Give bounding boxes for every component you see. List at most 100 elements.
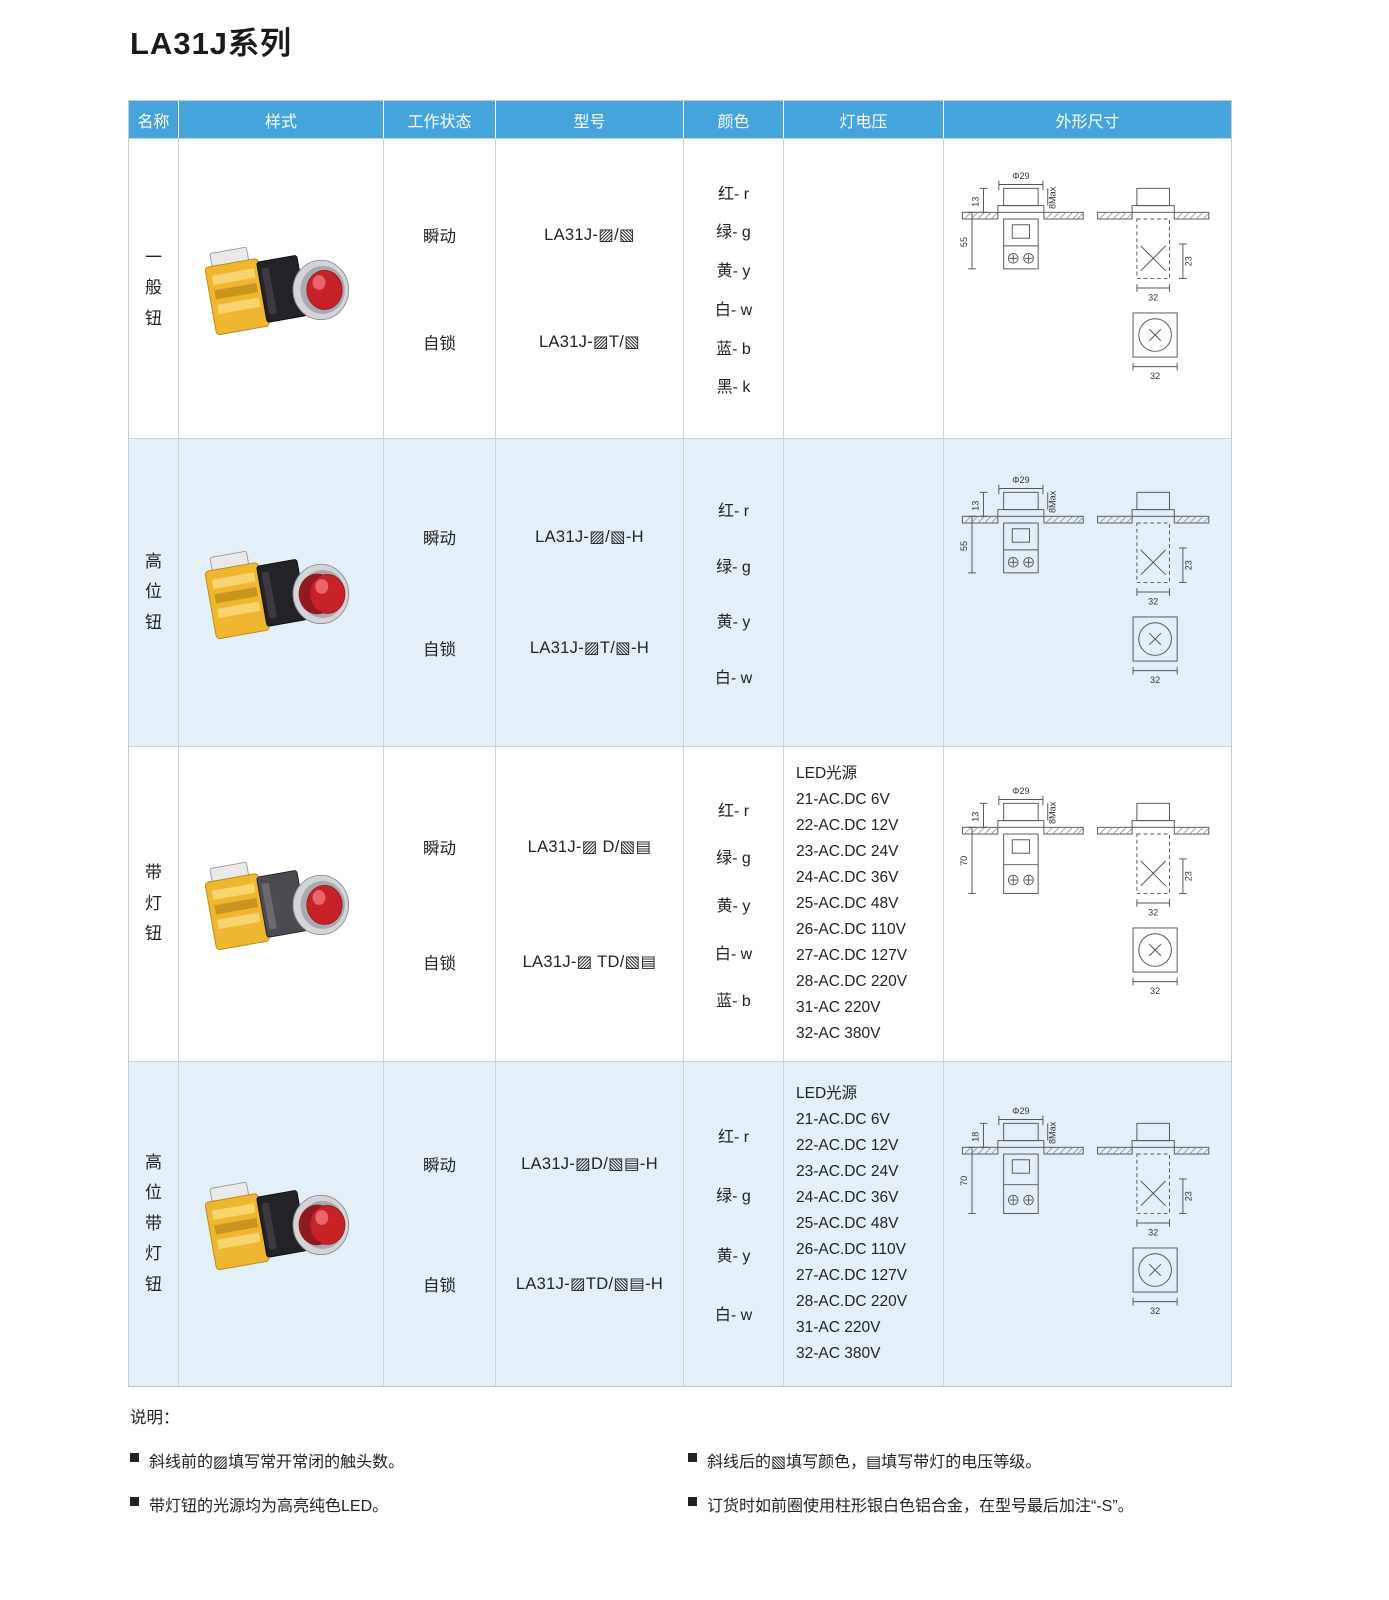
- model-label: LA31J-▨T/▧: [538, 333, 641, 352]
- row-name-cell: 高位带灯钮: [129, 1061, 179, 1386]
- dimension-drawing: Φ29 18 70 8Max: [959, 1106, 1209, 1316]
- dimensions-cell: Φ29 13 70 8Max: [944, 746, 1231, 1061]
- voltage-option: LED光源: [796, 765, 858, 782]
- dim-label-top: 13: [970, 500, 980, 510]
- color-option: 黄- y: [716, 263, 751, 281]
- product-photo: [204, 1181, 350, 1271]
- state-label: 瞬动: [423, 227, 456, 246]
- color-option: 绿- g: [716, 224, 751, 242]
- dim-label-top: 13: [970, 196, 980, 206]
- col-header-name: 名称: [129, 101, 179, 138]
- product-photo: [204, 550, 350, 639]
- square-bullet-icon: [688, 1453, 697, 1462]
- state-label: 自锁: [423, 335, 456, 354]
- note-item: 斜线前的▨填写常开常闭的触头数。: [130, 1448, 688, 1472]
- color-option: 白- w: [714, 301, 753, 319]
- state-label: 瞬动: [423, 529, 456, 548]
- color-option: 绿- g: [716, 850, 751, 868]
- dim-label-top: 13: [970, 812, 980, 822]
- col-header-style: 样式: [179, 101, 384, 138]
- dim-label-top: 18: [970, 1132, 980, 1142]
- notes-column-right: 斜线后的▧填写颜色，▤填写带灯的电压等级。 订货时如前圈使用柱形银白色铝合金，在…: [688, 1448, 1246, 1536]
- voltage-option: 27-AC.DC 127V: [796, 1267, 908, 1284]
- model-cell: LA31J-▨D/▧▤-H LA31J-▨TD/▧▤-H: [496, 1061, 684, 1386]
- voltage-option: 26-AC.DC 110V: [796, 921, 906, 938]
- dim-label-height: 70: [959, 856, 969, 866]
- dim-label-w1: 32: [1148, 908, 1158, 918]
- dim-label-height: 70: [959, 1176, 969, 1186]
- dim-label-w2: 32: [1150, 1306, 1160, 1316]
- state-label: 自锁: [423, 641, 456, 660]
- dim-label-w1: 32: [1148, 1228, 1158, 1238]
- dim-label-max: 8Max: [1047, 186, 1057, 209]
- color-option: 白- w: [714, 670, 753, 688]
- note-item: 斜线后的▧填写颜色，▤填写带灯的电压等级。: [688, 1448, 1246, 1472]
- side-view: 23 32: [1096, 802, 1209, 918]
- dim-label-side: 23: [1183, 871, 1193, 881]
- product-photo-cell: [179, 746, 384, 1061]
- model-label: LA31J-▨/▧-H: [535, 527, 644, 546]
- dimensions-cell: Φ29 18 70 8Max: [944, 1061, 1231, 1386]
- model-cell: LA31J-▨/▧-H LA31J-▨T/▧-H: [496, 438, 684, 746]
- col-header-model: 型号: [496, 101, 684, 138]
- voltage-cell: LED光源 21-AC.DC 6V 22-AC.DC 12V 23-AC.DC 24V…: [784, 746, 944, 1061]
- col-header-color: 颜色: [684, 101, 784, 138]
- product-photo: [204, 861, 350, 951]
- voltage-option: 27-AC.DC 127V: [796, 947, 908, 964]
- voltage-option: 31-AC 220V: [796, 999, 881, 1016]
- notes-section: 说明： 斜线前的▨填写常开常闭的触头数。 带灯钮的光源均为高亮纯色LED。 斜线…: [130, 1404, 1265, 1536]
- row-name: 高位钮: [144, 551, 162, 632]
- note-item: 带灯钮的光源均为高亮纯色LED。: [130, 1492, 688, 1516]
- color-option: 蓝- b: [716, 993, 751, 1011]
- square-bullet-icon: [130, 1453, 139, 1462]
- color-option: 红- r: [717, 1129, 750, 1147]
- voltage-option: 26-AC.DC 110V: [796, 1241, 906, 1258]
- dim-label-phi: Φ29: [1012, 474, 1029, 484]
- dim-label-w1: 32: [1148, 596, 1158, 606]
- product-photo-cell: [179, 1061, 384, 1386]
- state-label: 瞬动: [423, 839, 456, 858]
- voltage-option: 23-AC.DC 24V: [796, 843, 899, 860]
- front-view: Φ29 13 55 8Max: [959, 170, 1084, 269]
- color-option: 白- w: [714, 945, 753, 963]
- side-view: 23 32: [1096, 187, 1209, 302]
- dim-label-phi: Φ29: [1012, 786, 1029, 796]
- voltage-option: 22-AC.DC 12V: [796, 817, 899, 834]
- dim-label-side: 23: [1183, 256, 1193, 266]
- front-view: Φ29 13 70 8Max: [959, 786, 1084, 894]
- color-option: 红- r: [717, 185, 750, 203]
- color-option: 黄- y: [716, 1247, 751, 1265]
- note-text: 订货时如前圈使用柱形银白色铝合金，在型号最后加注“-S”。: [707, 1498, 1134, 1515]
- col-header-dimensions: 外形尺寸: [944, 101, 1231, 138]
- dimensions-cell: Φ29 13 55 8Max: [944, 438, 1231, 746]
- dim-label-phi: Φ29: [1012, 170, 1029, 180]
- color-option: 绿- g: [716, 1188, 751, 1206]
- row-name-cell: 带灯钮: [129, 746, 179, 1061]
- row-name-cell: 高位钮: [129, 438, 179, 746]
- notes-title: 说明：: [130, 1409, 180, 1427]
- row-name: 带灯钮: [144, 863, 162, 944]
- voltage-option: 23-AC.DC 24V: [796, 1163, 899, 1180]
- dimension-drawing: Φ29 13 70 8Max: [959, 786, 1209, 996]
- color-option: 黑- k: [716, 379, 751, 397]
- dimension-drawing: Φ29 13 55 8Max: [959, 170, 1209, 381]
- voltage-option: 32-AC 380V: [796, 1345, 881, 1362]
- color-option: 红- r: [717, 802, 750, 820]
- product-photo-cell: [179, 438, 384, 746]
- color-option: 黄- y: [716, 897, 751, 915]
- work-state-cell: 瞬动 自锁: [384, 1061, 496, 1386]
- note-text: 带灯钮的光源均为高亮纯色LED。: [149, 1498, 389, 1515]
- dim-label-max: 8Max: [1047, 490, 1057, 513]
- col-header-voltage: 灯电压: [784, 101, 944, 138]
- voltage-option: 25-AC.DC 48V: [796, 1215, 899, 1232]
- model-label: LA31J-▨T/▧-H: [529, 639, 650, 658]
- model-cell: LA31J-▨ D/▧▤ LA31J-▨ TD/▧▤: [496, 746, 684, 1061]
- side-view: 23 32: [1096, 491, 1209, 606]
- model-label: LA31J-▨ D/▧▤: [527, 837, 652, 856]
- voltage-option: 21-AC.DC 6V: [796, 791, 890, 808]
- hole-view: 32: [1132, 927, 1178, 996]
- note-item: 订货时如前圈使用柱形银白色铝合金，在型号最后加注“-S”。: [688, 1492, 1246, 1516]
